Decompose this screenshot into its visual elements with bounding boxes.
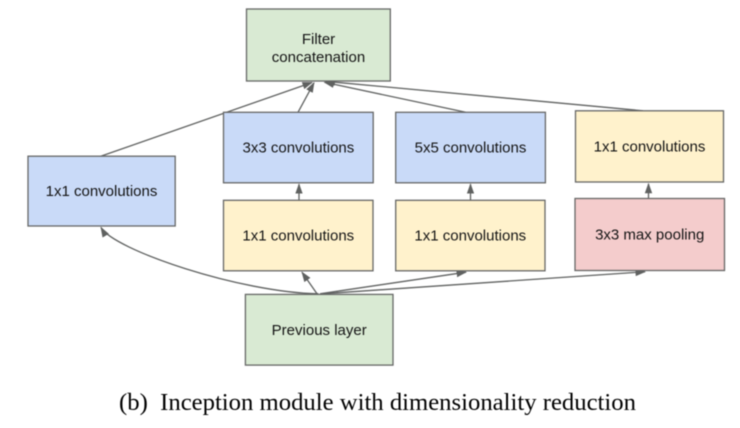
svg-text:concatenation: concatenation	[272, 49, 365, 66]
svg-text:1x1 convolutions: 1x1 convolutions	[242, 228, 354, 245]
svg-text:3x3 convolutions: 3x3 convolutions	[243, 140, 355, 157]
svg-text:1x1 convolutions: 1x1 convolutions	[46, 183, 158, 200]
svg-text:(b) Inception module with dime: (b) Inception module with dimensionality…	[119, 389, 636, 416]
svg-text:3x3 max pooling: 3x3 max pooling	[595, 227, 704, 244]
svg-text:1x1 convolutions: 1x1 convolutions	[594, 139, 706, 156]
svg-text:Previous layer: Previous layer	[272, 322, 367, 339]
svg-text:5x5 convolutions: 5x5 convolutions	[415, 140, 527, 157]
svg-text:Filter: Filter	[302, 31, 335, 48]
svg-text:1x1 convolutions: 1x1 convolutions	[414, 228, 526, 245]
